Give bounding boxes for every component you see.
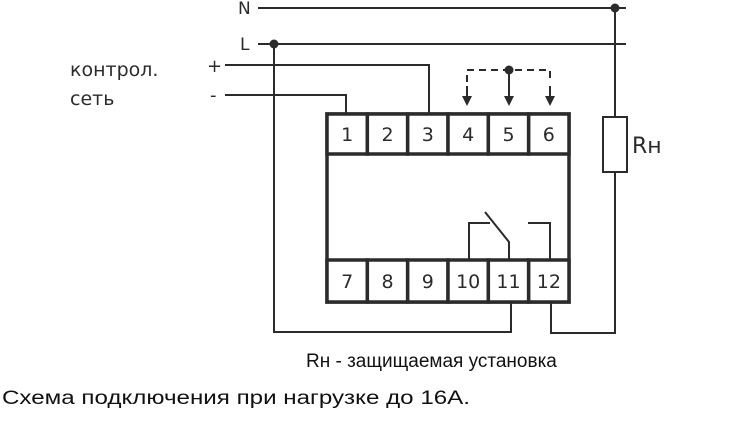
bottom-terminal-cell — [526, 258, 571, 304]
terminal-number: 12 — [537, 271, 561, 293]
arrow-down-icon-6 — [545, 86, 555, 106]
plus-wire — [225, 64, 430, 113]
terminal-number: 10 — [456, 271, 480, 293]
neutral-label: N — [238, 0, 251, 19]
bottom-terminal-row: 7 8 9 10 11 12 — [325, 258, 571, 304]
terminal-number: 1 — [341, 124, 353, 146]
legend-caption: Rн - защищаемая установка — [306, 351, 557, 372]
terminal-number: 4 — [462, 124, 474, 146]
contact-12 — [528, 222, 551, 259]
control-label-1: контрол. — [70, 59, 158, 81]
terminal-number: 9 — [422, 271, 434, 293]
minus-label: - — [210, 85, 217, 106]
load-to-terminal-12-wire — [550, 172, 616, 334]
bottom-terminal-cell — [446, 258, 491, 304]
terminal-number: 2 — [381, 124, 393, 146]
terminal-number: 8 — [381, 271, 393, 293]
bottom-terminal-cell — [405, 258, 450, 304]
live-label: L — [240, 35, 250, 55]
terminal-number: 3 — [422, 124, 434, 146]
top-terminal-cell — [446, 112, 491, 156]
diagram-title: Схема подключения при нагрузке до 16А. — [2, 388, 470, 409]
terminal-number: 6 — [543, 124, 555, 146]
selector-dot — [504, 65, 514, 75]
terminal-number: 11 — [496, 271, 520, 293]
top-terminal-row: 1 2 3 4 5 6 — [325, 112, 571, 156]
plus-label: + — [207, 56, 222, 77]
live-to-terminal-11-wire — [273, 44, 512, 333]
bottom-terminal-cell — [325, 258, 370, 304]
arrow-down-icon-4 — [462, 86, 472, 106]
bottom-terminal-cell — [486, 258, 531, 304]
contact-11-blade — [484, 211, 510, 259]
control-label-2: сеть — [70, 88, 114, 110]
load-resistor — [602, 116, 628, 173]
terminal-number: 7 — [341, 271, 353, 293]
contact-10 — [468, 222, 490, 259]
top-terminal-cell — [526, 112, 571, 156]
minus-wire — [225, 94, 347, 113]
load-label: Rн — [632, 134, 662, 159]
terminal-number: 5 — [502, 124, 514, 146]
arrow-down-icon-5 — [504, 74, 514, 106]
